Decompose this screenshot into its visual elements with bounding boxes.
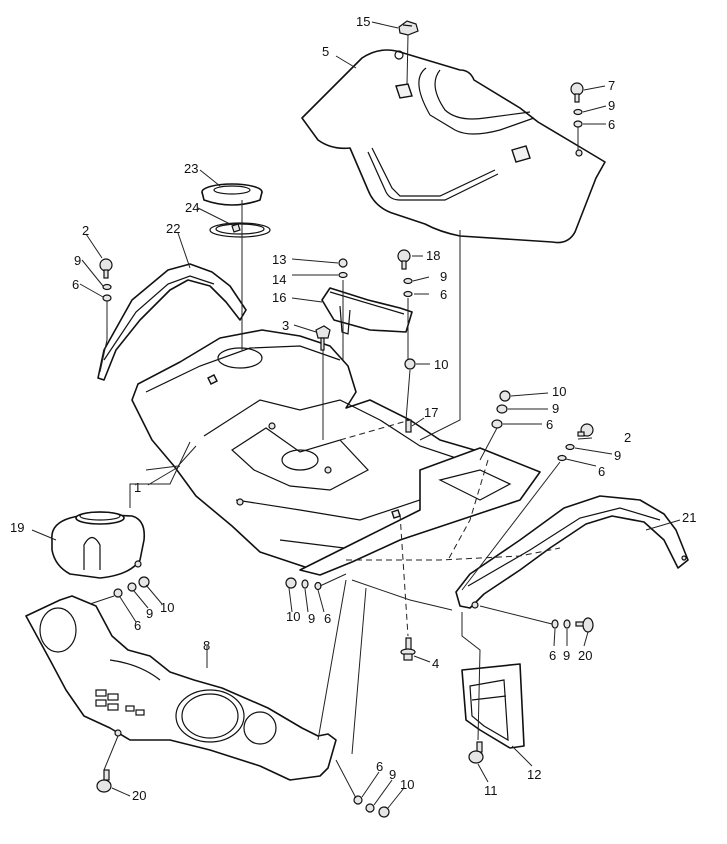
washer-6d[interactable] [491, 419, 503, 429]
screw-2a[interactable] [99, 258, 113, 279]
callout-24: 24 [185, 200, 199, 215]
screw-20a[interactable] [575, 617, 594, 633]
right-fender-trim[interactable] [455, 495, 689, 609]
grommet-10a[interactable] [404, 358, 416, 370]
callout-16: 16 [272, 290, 286, 305]
screw-18[interactable] [397, 249, 411, 270]
callout-9: 9 [563, 648, 570, 663]
callout-2: 2 [82, 223, 89, 238]
callout-1: 1 [134, 480, 141, 495]
callout-12: 12 [527, 767, 541, 782]
callout-10: 10 [286, 609, 300, 624]
screw-7[interactable] [570, 82, 584, 103]
washer-9e[interactable] [565, 443, 575, 451]
callout-15: 15 [356, 14, 370, 29]
callout-10: 10 [160, 600, 174, 615]
washer-9g[interactable] [301, 579, 309, 589]
bolt-3[interactable] [315, 325, 331, 351]
callout-3: 3 [282, 318, 289, 333]
bracket-part[interactable] [321, 287, 413, 335]
washer-9b[interactable] [102, 283, 112, 291]
front-dash-panel[interactable] [25, 595, 337, 781]
callout-23: 23 [184, 161, 198, 176]
assembly-lines [89, 34, 579, 799]
grommet-10e[interactable] [378, 806, 390, 818]
washer-6a[interactable] [573, 120, 583, 128]
callout-9: 9 [389, 767, 396, 782]
left-fender-trim[interactable] [97, 263, 247, 381]
callout-21: 21 [682, 510, 696, 525]
washer-9d[interactable] [496, 404, 508, 414]
callout-6: 6 [324, 611, 331, 626]
grommet-10d[interactable] [285, 577, 297, 589]
washer-14[interactable] [338, 271, 348, 279]
callout-10: 10 [434, 357, 448, 372]
screw-20b[interactable] [96, 769, 112, 793]
fuel-cap-ring-part[interactable] [209, 222, 271, 238]
grommet-10b[interactable] [499, 390, 511, 402]
callout-9: 9 [552, 401, 559, 416]
washer-9h[interactable] [563, 619, 571, 629]
callout-8: 8 [203, 638, 210, 653]
washer-9i[interactable] [365, 803, 375, 813]
callout-9: 9 [440, 269, 447, 284]
callout-14: 14 [272, 272, 286, 287]
screw-11[interactable] [468, 741, 484, 764]
screw-2b[interactable] [577, 423, 594, 437]
callout-6: 6 [549, 648, 556, 663]
callout-9: 9 [608, 98, 615, 113]
callout-20: 20 [132, 788, 146, 803]
washer-9f[interactable] [127, 582, 137, 592]
callout-2: 2 [624, 430, 631, 445]
hardware [96, 82, 594, 818]
callout-17: 17 [424, 405, 438, 420]
callout-10: 10 [552, 384, 566, 399]
callout-10: 10 [400, 777, 414, 792]
callout-6: 6 [598, 464, 605, 479]
cap-part[interactable] [398, 20, 419, 36]
callout-9: 9 [74, 253, 81, 268]
callout-13: 13 [272, 252, 286, 267]
callout-22: 22 [166, 221, 180, 236]
fuel-cap-part[interactable] [201, 183, 263, 206]
washer-6e[interactable] [557, 454, 567, 462]
callout-6: 6 [134, 618, 141, 633]
callout-6: 6 [608, 117, 615, 132]
callout-9: 9 [146, 606, 153, 621]
callout-11: 11 [484, 783, 498, 798]
callout-6: 6 [440, 287, 447, 302]
callout-6: 6 [546, 417, 553, 432]
washer-6f[interactable] [113, 588, 123, 598]
grommet-10c[interactable] [138, 576, 150, 588]
reservoir-tank[interactable] [51, 511, 146, 579]
nut-13[interactable] [338, 258, 348, 268]
bolt-17[interactable] [405, 419, 412, 433]
callout-6: 6 [376, 759, 383, 774]
leader-lines [31, 21, 681, 809]
washer-6h[interactable] [551, 619, 559, 629]
washer-6c[interactable] [403, 290, 413, 298]
callout-7: 7 [608, 78, 615, 93]
callout-9: 9 [614, 448, 621, 463]
washer-6b[interactable] [102, 294, 112, 302]
callout-18: 18 [426, 248, 440, 263]
callout-19: 19 [10, 520, 24, 535]
washer-9c[interactable] [403, 277, 413, 285]
callout-4: 4 [432, 656, 439, 671]
washer-9a[interactable] [573, 108, 583, 116]
callout-9: 9 [308, 611, 315, 626]
callout-labels: 15 5 7 9 6 23 24 2 9 6 22 13 14 16 3 18 … [10, 14, 696, 803]
bolt-4[interactable] [400, 637, 416, 661]
seat-cover-panel[interactable] [301, 49, 606, 244]
callout-5: 5 [322, 44, 329, 59]
mud-flap[interactable] [461, 663, 525, 749]
main-body-assembly[interactable] [131, 329, 541, 576]
callout-20: 20 [578, 648, 592, 663]
callout-6: 6 [72, 277, 79, 292]
